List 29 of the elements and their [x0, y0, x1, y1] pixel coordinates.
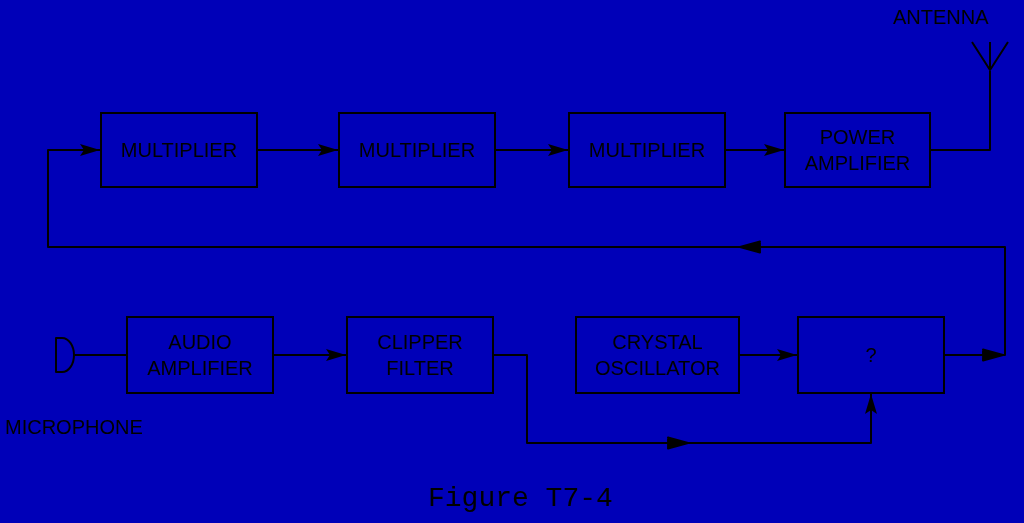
- block-label: MULTIPLIER: [120, 138, 238, 163]
- connector-line: [74, 354, 127, 356]
- block-label: MULTIPLIER: [358, 138, 476, 163]
- arrow: [273, 349, 347, 361]
- connector-line: [930, 70, 991, 151]
- arrow: [725, 144, 785, 156]
- block-label: AUDIO AMPLIFIER: [146, 330, 254, 381]
- block-box: [100, 112, 258, 188]
- antenna-symbol: [971, 41, 1009, 71]
- block-box: [784, 112, 931, 188]
- block-label: CRYSTAL OSCILLATOR: [594, 330, 721, 381]
- figure-caption: Figure T7-4: [428, 484, 613, 514]
- block-label: CLIPPER FILTER: [376, 330, 464, 381]
- block-box: [797, 316, 945, 394]
- symbol-label: ANTENNA: [893, 6, 989, 28]
- block-box: [346, 316, 494, 394]
- arrow: [257, 144, 339, 156]
- symbol-label: MICROPHONE: [5, 416, 143, 438]
- block-label: POWER AMPLIFIER: [803, 125, 912, 176]
- block-box: [126, 316, 274, 394]
- block-box: [575, 316, 740, 394]
- arrow: [493, 354, 877, 450]
- arrow: [495, 144, 569, 156]
- block-box: [338, 112, 496, 188]
- microphone-symbol: [54, 336, 75, 374]
- arrow: [739, 349, 798, 361]
- block-box: [568, 112, 726, 188]
- block-label: ?: [865, 343, 877, 368]
- block-label: MULTIPLIER: [588, 138, 706, 163]
